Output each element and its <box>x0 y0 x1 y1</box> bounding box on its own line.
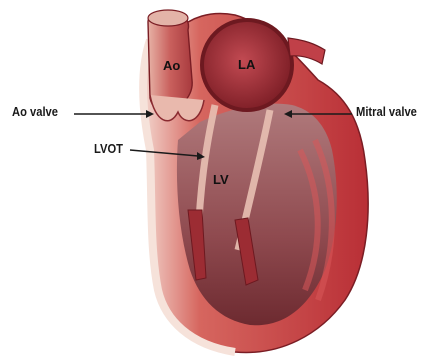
label-lvot: LVOT <box>94 141 123 156</box>
label-la: LA <box>238 57 255 72</box>
label-lv: LV <box>213 172 229 187</box>
label-ao: Ao <box>163 58 180 73</box>
label-ao-valve: Ao valve <box>12 104 58 119</box>
aorta-opening <box>148 10 188 26</box>
label-mitral-valve: Mitral valve <box>356 104 417 119</box>
